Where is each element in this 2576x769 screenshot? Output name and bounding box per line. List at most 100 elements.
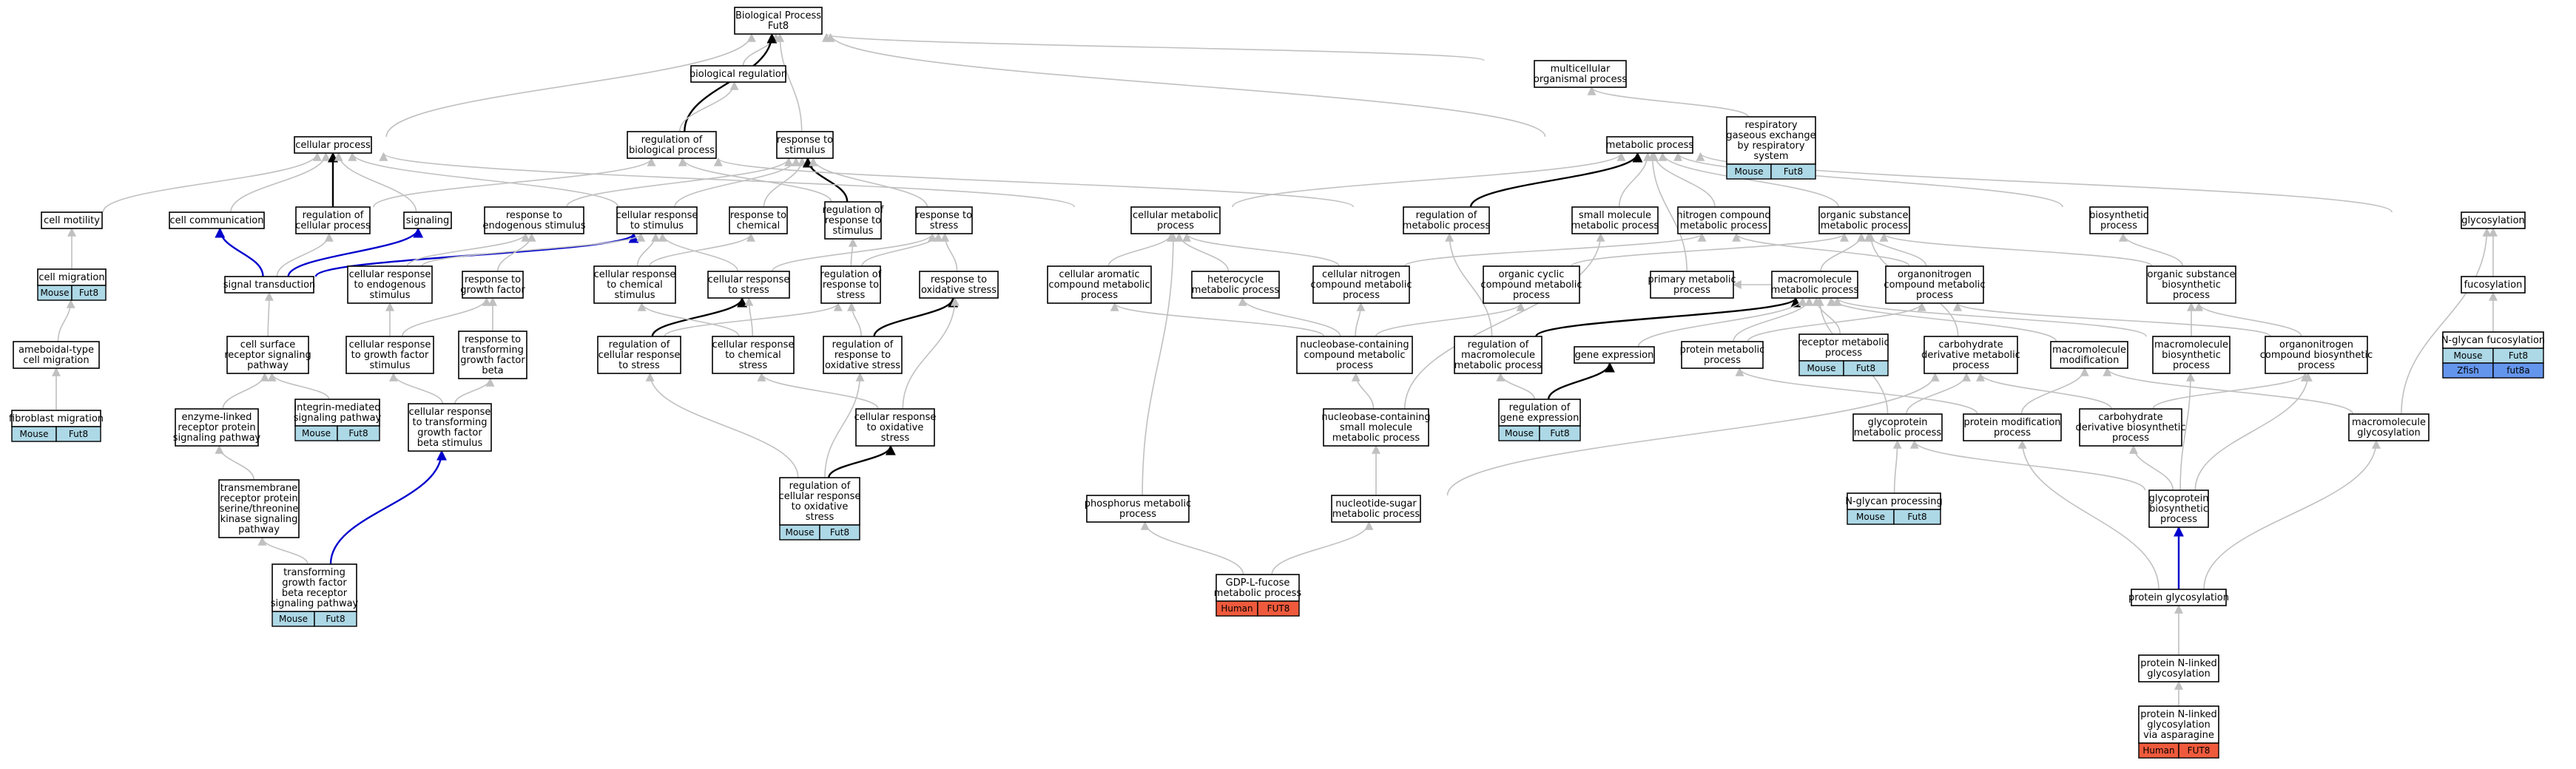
term-box — [2348, 413, 2430, 441]
term-box — [1312, 265, 1410, 304]
term-label-line: response to — [730, 210, 786, 221]
term-label-line: glycosylation — [2357, 427, 2421, 438]
term-label-line: beta receptor — [282, 588, 348, 599]
edge-orgcyclic-to-organsub — [1571, 232, 1849, 267]
term-label-line: process — [1513, 290, 1550, 301]
go-term-cellproc[interactable]: cellular process — [294, 136, 372, 154]
go-term-metab[interactable]: metabolic process — [1606, 136, 1694, 154]
gene-label: Fut8 — [326, 614, 345, 624]
term-label-line: oxidative stress — [921, 285, 997, 296]
edge-nucleocont-to-cellnitro — [1355, 302, 1366, 337]
go-term-protglyc[interactable]: protein glycosylation — [2128, 589, 2229, 606]
go-term-geneexp[interactable]: gene expression — [1574, 346, 1655, 364]
edge-cellrespendo-to-respendo — [406, 232, 530, 267]
term-label-line: signaling pathway — [294, 413, 382, 424]
go-term-sigtrans[interactable]: signal transduction — [223, 276, 316, 294]
edge-cellmetab-to-cellproc — [379, 152, 1076, 208]
term-box — [13, 341, 100, 369]
term-label-line: stimulus — [784, 145, 825, 156]
term-label-line: process — [2298, 360, 2335, 371]
go-term-signaling[interactable]: signaling — [403, 211, 452, 229]
go-term-bioreg[interactable]: biological regulation — [689, 65, 787, 83]
term-box — [403, 211, 452, 229]
go-term-glycosylation[interactable]: glycosylation — [2461, 211, 2526, 229]
term-label-line: response to — [834, 350, 891, 361]
go-term-fucosylation[interactable]: fucosylation — [2461, 276, 2526, 294]
go-term-cellcomm[interactable]: cell communication — [169, 211, 265, 229]
term-label-line: process — [1157, 220, 1194, 231]
go-term-cellmot[interactable]: cell motility — [41, 211, 103, 229]
